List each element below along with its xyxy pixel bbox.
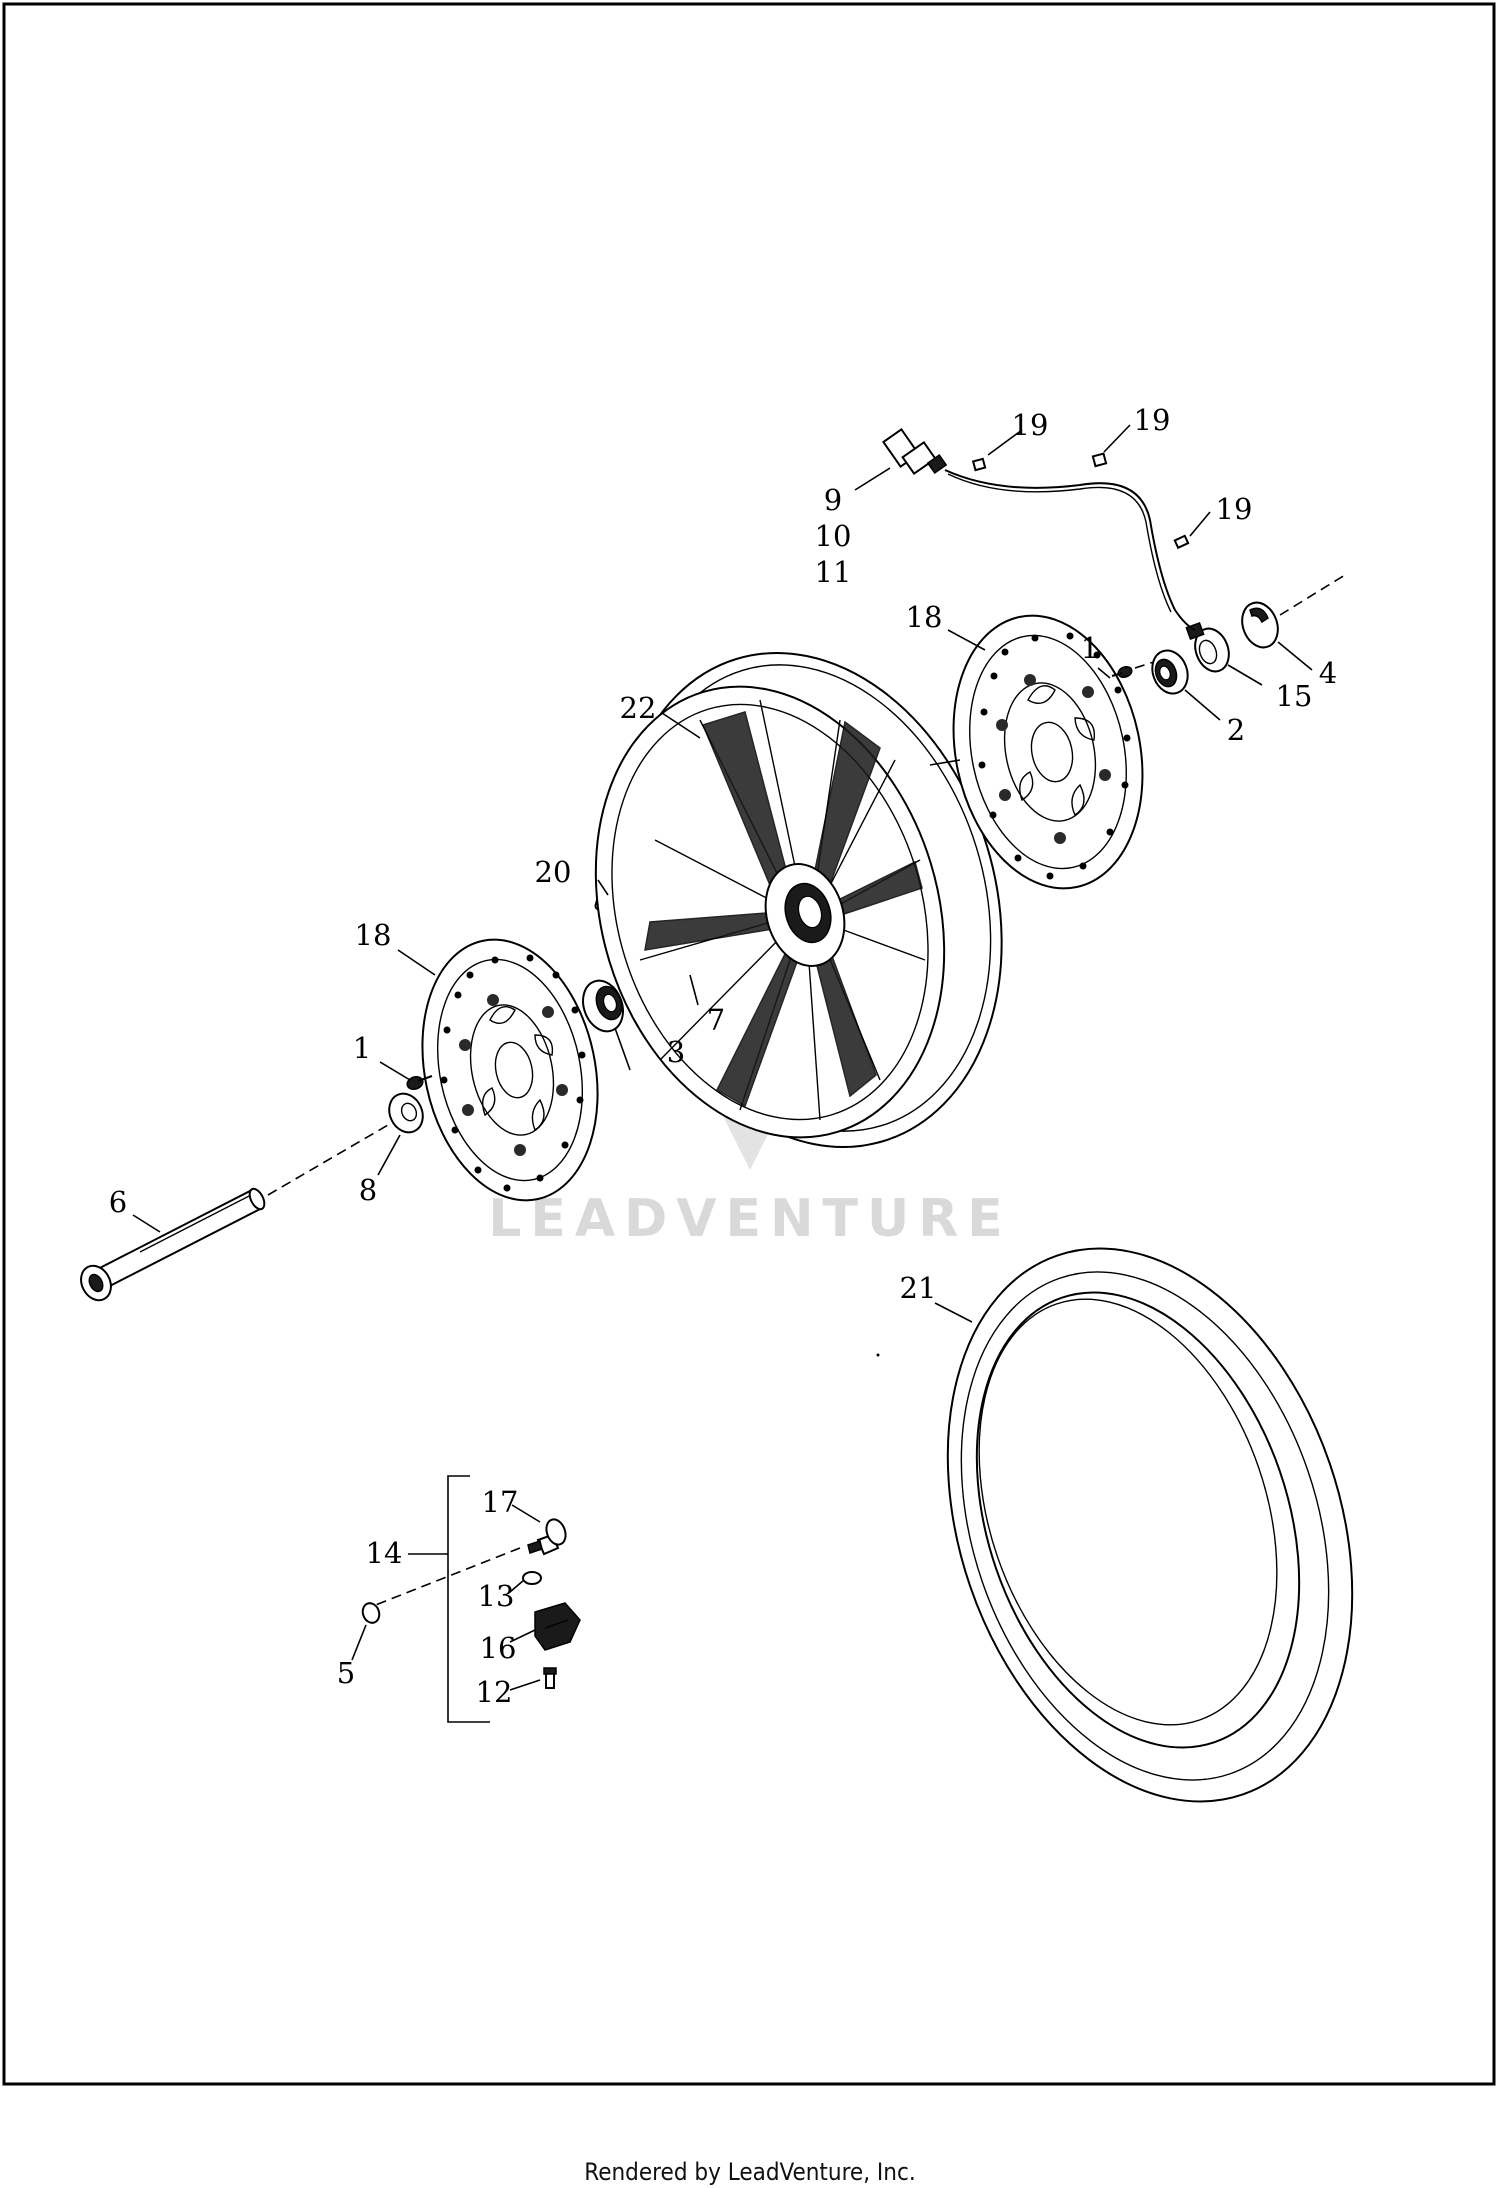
callout-1-right: 1 (1081, 631, 1099, 665)
footer-credit: Rendered by LeadVenture, Inc. (584, 2158, 916, 2186)
part-1-rotor-bolt-right (1111, 665, 1133, 679)
part-1-rotor-bolt-left (406, 1075, 433, 1091)
leader-lines (132, 424, 1313, 1691)
callout-18-right: 18 (906, 600, 943, 634)
watermark-text: LEADVENTURE (488, 1189, 1012, 1249)
part-22-front-wheel (594, 652, 1003, 1148)
stray-dot (876, 1353, 880, 1357)
part-17-valve-stem (527, 1518, 567, 1556)
callout-2: 2 (1227, 713, 1245, 747)
part-16-tpms-sensor (534, 1602, 581, 1651)
part-14-kit-bracket (408, 1475, 490, 1723)
diagram-frame (2, 2, 1496, 2086)
callout-19-b: 19 (1134, 403, 1171, 437)
part-15-abs-sensor-ring (1185, 622, 1230, 673)
callout-13: 13 (478, 1579, 515, 1613)
part-4-bearing-cover (1241, 601, 1279, 649)
part-19-cable-clip-2 (1091, 452, 1108, 468)
part-18-brake-rotor-right (952, 614, 1144, 890)
part-18-brake-rotor-left (421, 938, 599, 1202)
callout-11: 11 (815, 555, 852, 589)
callout-22: 22 (620, 691, 657, 725)
callout-8: 8 (359, 1173, 377, 1207)
part-2-wheel-bearing (1151, 649, 1189, 695)
callout-9: 9 (824, 483, 842, 517)
part-9-wheel-speed-sensor (881, 428, 1196, 631)
callout-3: 3 (667, 1035, 685, 1069)
callout-4: 4 (1319, 656, 1337, 690)
part-19-cable-clip-1 (971, 457, 987, 472)
part-5-valve-cap (361, 1602, 381, 1624)
part-3-wheel-bearing (582, 979, 624, 1033)
callout-14: 14 (366, 1536, 403, 1570)
callout-5: 5 (337, 1656, 355, 1690)
callout-20: 20 (535, 855, 572, 889)
callout-21: 21 (900, 1271, 937, 1305)
part-12-screw (543, 1667, 557, 1689)
callout-16: 16 (480, 1631, 517, 1665)
callout-12: 12 (476, 1675, 513, 1709)
callout-6: 6 (109, 1185, 127, 1219)
callout-19-a: 19 (1012, 408, 1049, 442)
callout-19-c: 19 (1216, 492, 1253, 526)
callout-1-left: 1 (353, 1031, 371, 1065)
part-21-tire (946, 1247, 1354, 1803)
callout-15: 15 (1276, 679, 1313, 713)
part-13-washer (522, 1571, 542, 1585)
part-19-cable-clip-3 (1173, 534, 1190, 550)
part-6-axle (80, 1187, 266, 1302)
callout-10: 10 (815, 519, 852, 553)
callout-17: 17 (482, 1485, 519, 1519)
callout-labels: 1 1 2 3 4 5 6 7 8 9 10 11 12 13 14 15 16… (109, 403, 1337, 1709)
part-8-spacer (388, 1092, 424, 1134)
callout-18-left: 18 (355, 918, 392, 952)
callout-7: 7 (707, 1003, 725, 1037)
